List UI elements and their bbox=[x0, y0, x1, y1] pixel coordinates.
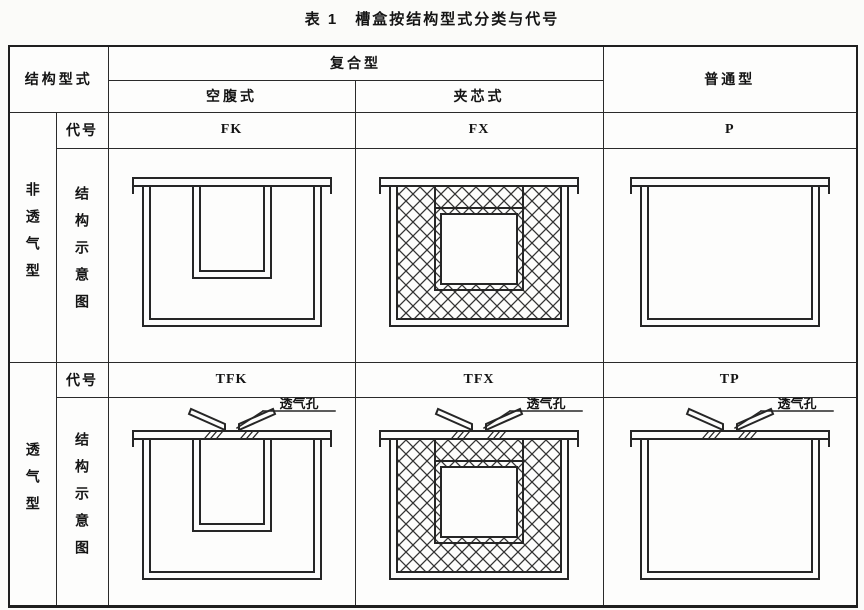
diagram-fx bbox=[379, 177, 579, 327]
cell-diagram-tfk: 透气孔 bbox=[107, 396, 356, 607]
vent-hole-label-tp: 透气孔 bbox=[777, 398, 816, 411]
code-tfx: TFX bbox=[354, 361, 604, 398]
header-composite: 复合型 bbox=[107, 45, 604, 81]
label-vented: 透气型 bbox=[24, 441, 41, 523]
row-group-vented: 透气型 bbox=[8, 361, 57, 607]
diagram-tfx: 透气孔 bbox=[379, 398, 583, 580]
header-hollow: 空腹式 bbox=[107, 79, 356, 113]
header-ordinary: 普通型 bbox=[602, 45, 858, 113]
code-p: P bbox=[602, 111, 858, 149]
code-fx: FX bbox=[354, 111, 604, 149]
vent-hole-label-tfx: 透气孔 bbox=[526, 398, 565, 411]
classification-table: 结构型式 复合型 普通型 空腹式 夹芯式 非透气型 代号 FK FX P 结构示… bbox=[8, 45, 858, 608]
label-diagram-2: 结构示意图 bbox=[74, 432, 90, 567]
cell-diagram-tp: 透气孔 bbox=[602, 396, 858, 607]
code-tfk: TFK bbox=[107, 361, 356, 398]
label-non-vented: 非透气型 bbox=[24, 181, 41, 290]
diagram-tp: 透气孔 bbox=[629, 398, 834, 580]
diagram-p bbox=[629, 177, 830, 327]
row-label-diagram-2: 结构示意图 bbox=[55, 396, 109, 607]
row-group-non-vented: 非透气型 bbox=[8, 111, 57, 363]
header-structure-type: 结构型式 bbox=[8, 45, 109, 113]
row-label-code-1: 代号 bbox=[55, 111, 109, 149]
row-label-diagram-1: 结构示意图 bbox=[55, 147, 109, 363]
diagram-fk bbox=[131, 177, 332, 327]
cell-diagram-p bbox=[602, 147, 858, 363]
cell-diagram-fk bbox=[107, 147, 356, 363]
row-label-code-2: 代号 bbox=[55, 361, 109, 398]
cell-diagram-fx bbox=[354, 147, 604, 363]
label-diagram-1: 结构示意图 bbox=[74, 186, 90, 321]
table-title: 表 1 槽盒按结构型式分类与代号 bbox=[304, 11, 560, 28]
cell-diagram-tfx: 透气孔 bbox=[354, 396, 604, 607]
header-sandwich: 夹芯式 bbox=[354, 79, 604, 113]
code-tp: TP bbox=[602, 361, 858, 398]
code-fk: FK bbox=[107, 111, 356, 149]
vent-hole-label-tfk: 透气孔 bbox=[279, 398, 318, 411]
diagram-tfk: 透气孔 bbox=[131, 398, 336, 580]
